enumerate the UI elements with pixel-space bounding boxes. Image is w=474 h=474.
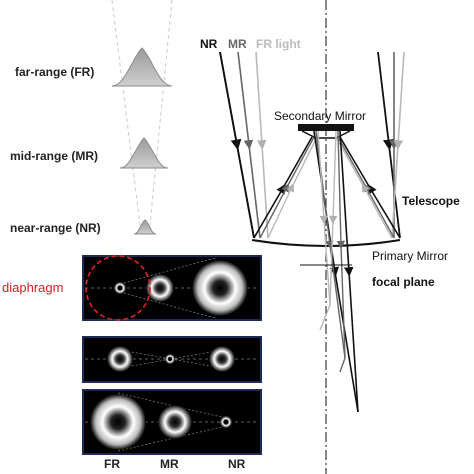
- diaphragm-label: diaphragm: [2, 280, 63, 295]
- spot-mr-mid2: [158, 405, 192, 439]
- ray-fr-focus-right: [328, 130, 338, 306]
- secondary-mirror-label: Secondary Mirror: [274, 109, 366, 123]
- far-range-label: far-range (FR): [15, 65, 94, 79]
- ray-fr-right-in: [391, 51, 405, 239]
- mr-beam-label: MR: [228, 37, 247, 51]
- ray-nr-right-in: [377, 51, 401, 239]
- telescope-label: Telescope: [402, 194, 460, 208]
- near-range-peak: [133, 219, 157, 235]
- spot-fr-big: [90, 394, 146, 450]
- ray-fr-left-in: [255, 51, 269, 239]
- near-range-label: near-range (NR): [10, 221, 101, 235]
- spot-mr-small: [165, 354, 175, 364]
- spot-mr-mid: [146, 274, 174, 302]
- nr-beam-label: NR: [200, 37, 218, 51]
- fov-dashed-left: [111, 0, 141, 226]
- ray-mr-left-in: [237, 51, 261, 239]
- ray-mr-focus-right: [336, 130, 346, 359]
- secondary-mirror: [298, 124, 354, 131]
- fov-dashed-right: [149, 0, 173, 226]
- mid-range-peak: [119, 137, 169, 169]
- bottom-label-nr: NR: [228, 457, 246, 471]
- primary-mirror-label: Primary Mirror: [372, 249, 448, 263]
- spot-fr-small: [114, 282, 126, 294]
- spot-nr-small: [220, 416, 232, 428]
- ray-fr-focus-left: [317, 130, 331, 306]
- mid-range-label: mid-range (MR): [10, 149, 98, 163]
- spot-nr-mid: [209, 346, 235, 372]
- fr-beam-label: FR light: [256, 37, 301, 51]
- bottom-label-mr: MR: [160, 457, 179, 471]
- far-range-peak: [111, 47, 173, 87]
- spot-fr-mid: [107, 346, 133, 372]
- focal-plane-label: focal plane: [372, 275, 435, 289]
- range-distributions: far-range (FR) mid-range (MR) near-range…: [10, 0, 173, 235]
- focal-spot-panels: diaphragm FR MR NR: [2, 255, 262, 471]
- spot-nr-big: [192, 260, 248, 316]
- bottom-label-fr: FR: [104, 457, 120, 471]
- telescope-diagram: NR MR FR light Secondary Mirror Telescop…: [200, 0, 460, 474]
- ray-nr-focus-right: [339, 130, 359, 413]
- diaphragm-circle: [85, 255, 151, 321]
